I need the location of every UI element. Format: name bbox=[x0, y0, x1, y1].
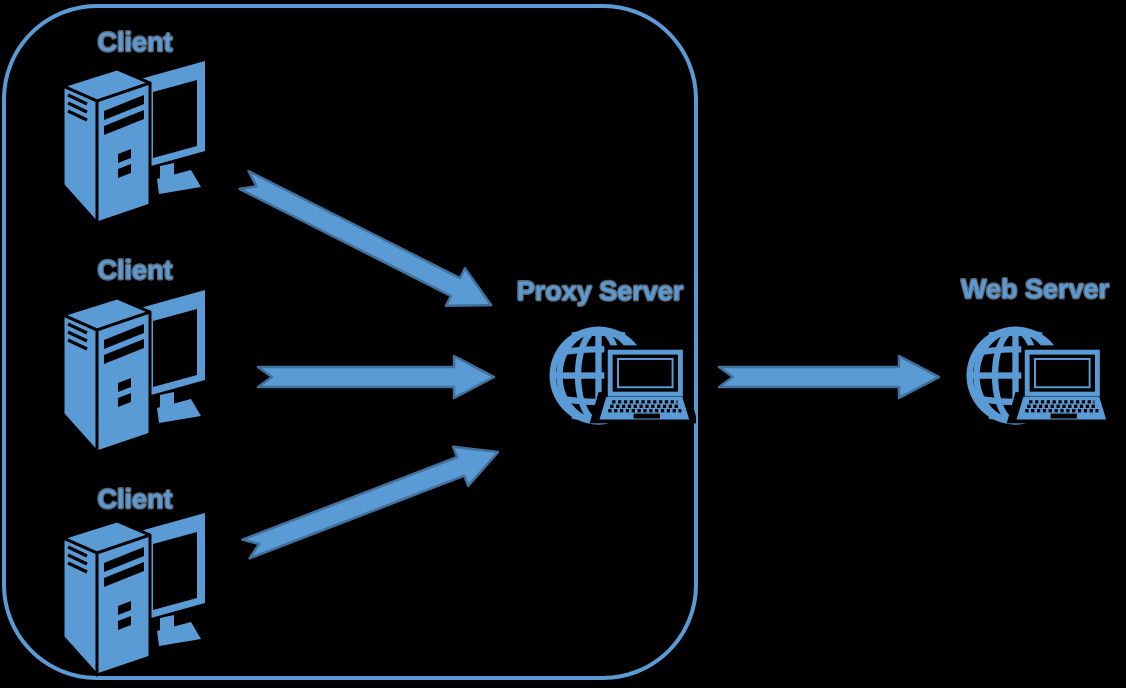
client-proxy-group-box bbox=[2, 4, 698, 680]
arrow-client2-to-proxy bbox=[256, 354, 496, 400]
arrow-client3-to-proxy bbox=[241, 445, 500, 560]
arrow-proxy-to-webserver bbox=[717, 354, 941, 400]
client-3-label: Client bbox=[97, 484, 173, 514]
client-2-label: Client bbox=[97, 255, 173, 285]
arrow-client1-to-proxy bbox=[238, 169, 493, 308]
proxy-server-label: Proxy Server bbox=[516, 276, 684, 306]
client-1-label: Client bbox=[97, 27, 173, 57]
web-server-label: Web Server bbox=[960, 274, 1110, 304]
